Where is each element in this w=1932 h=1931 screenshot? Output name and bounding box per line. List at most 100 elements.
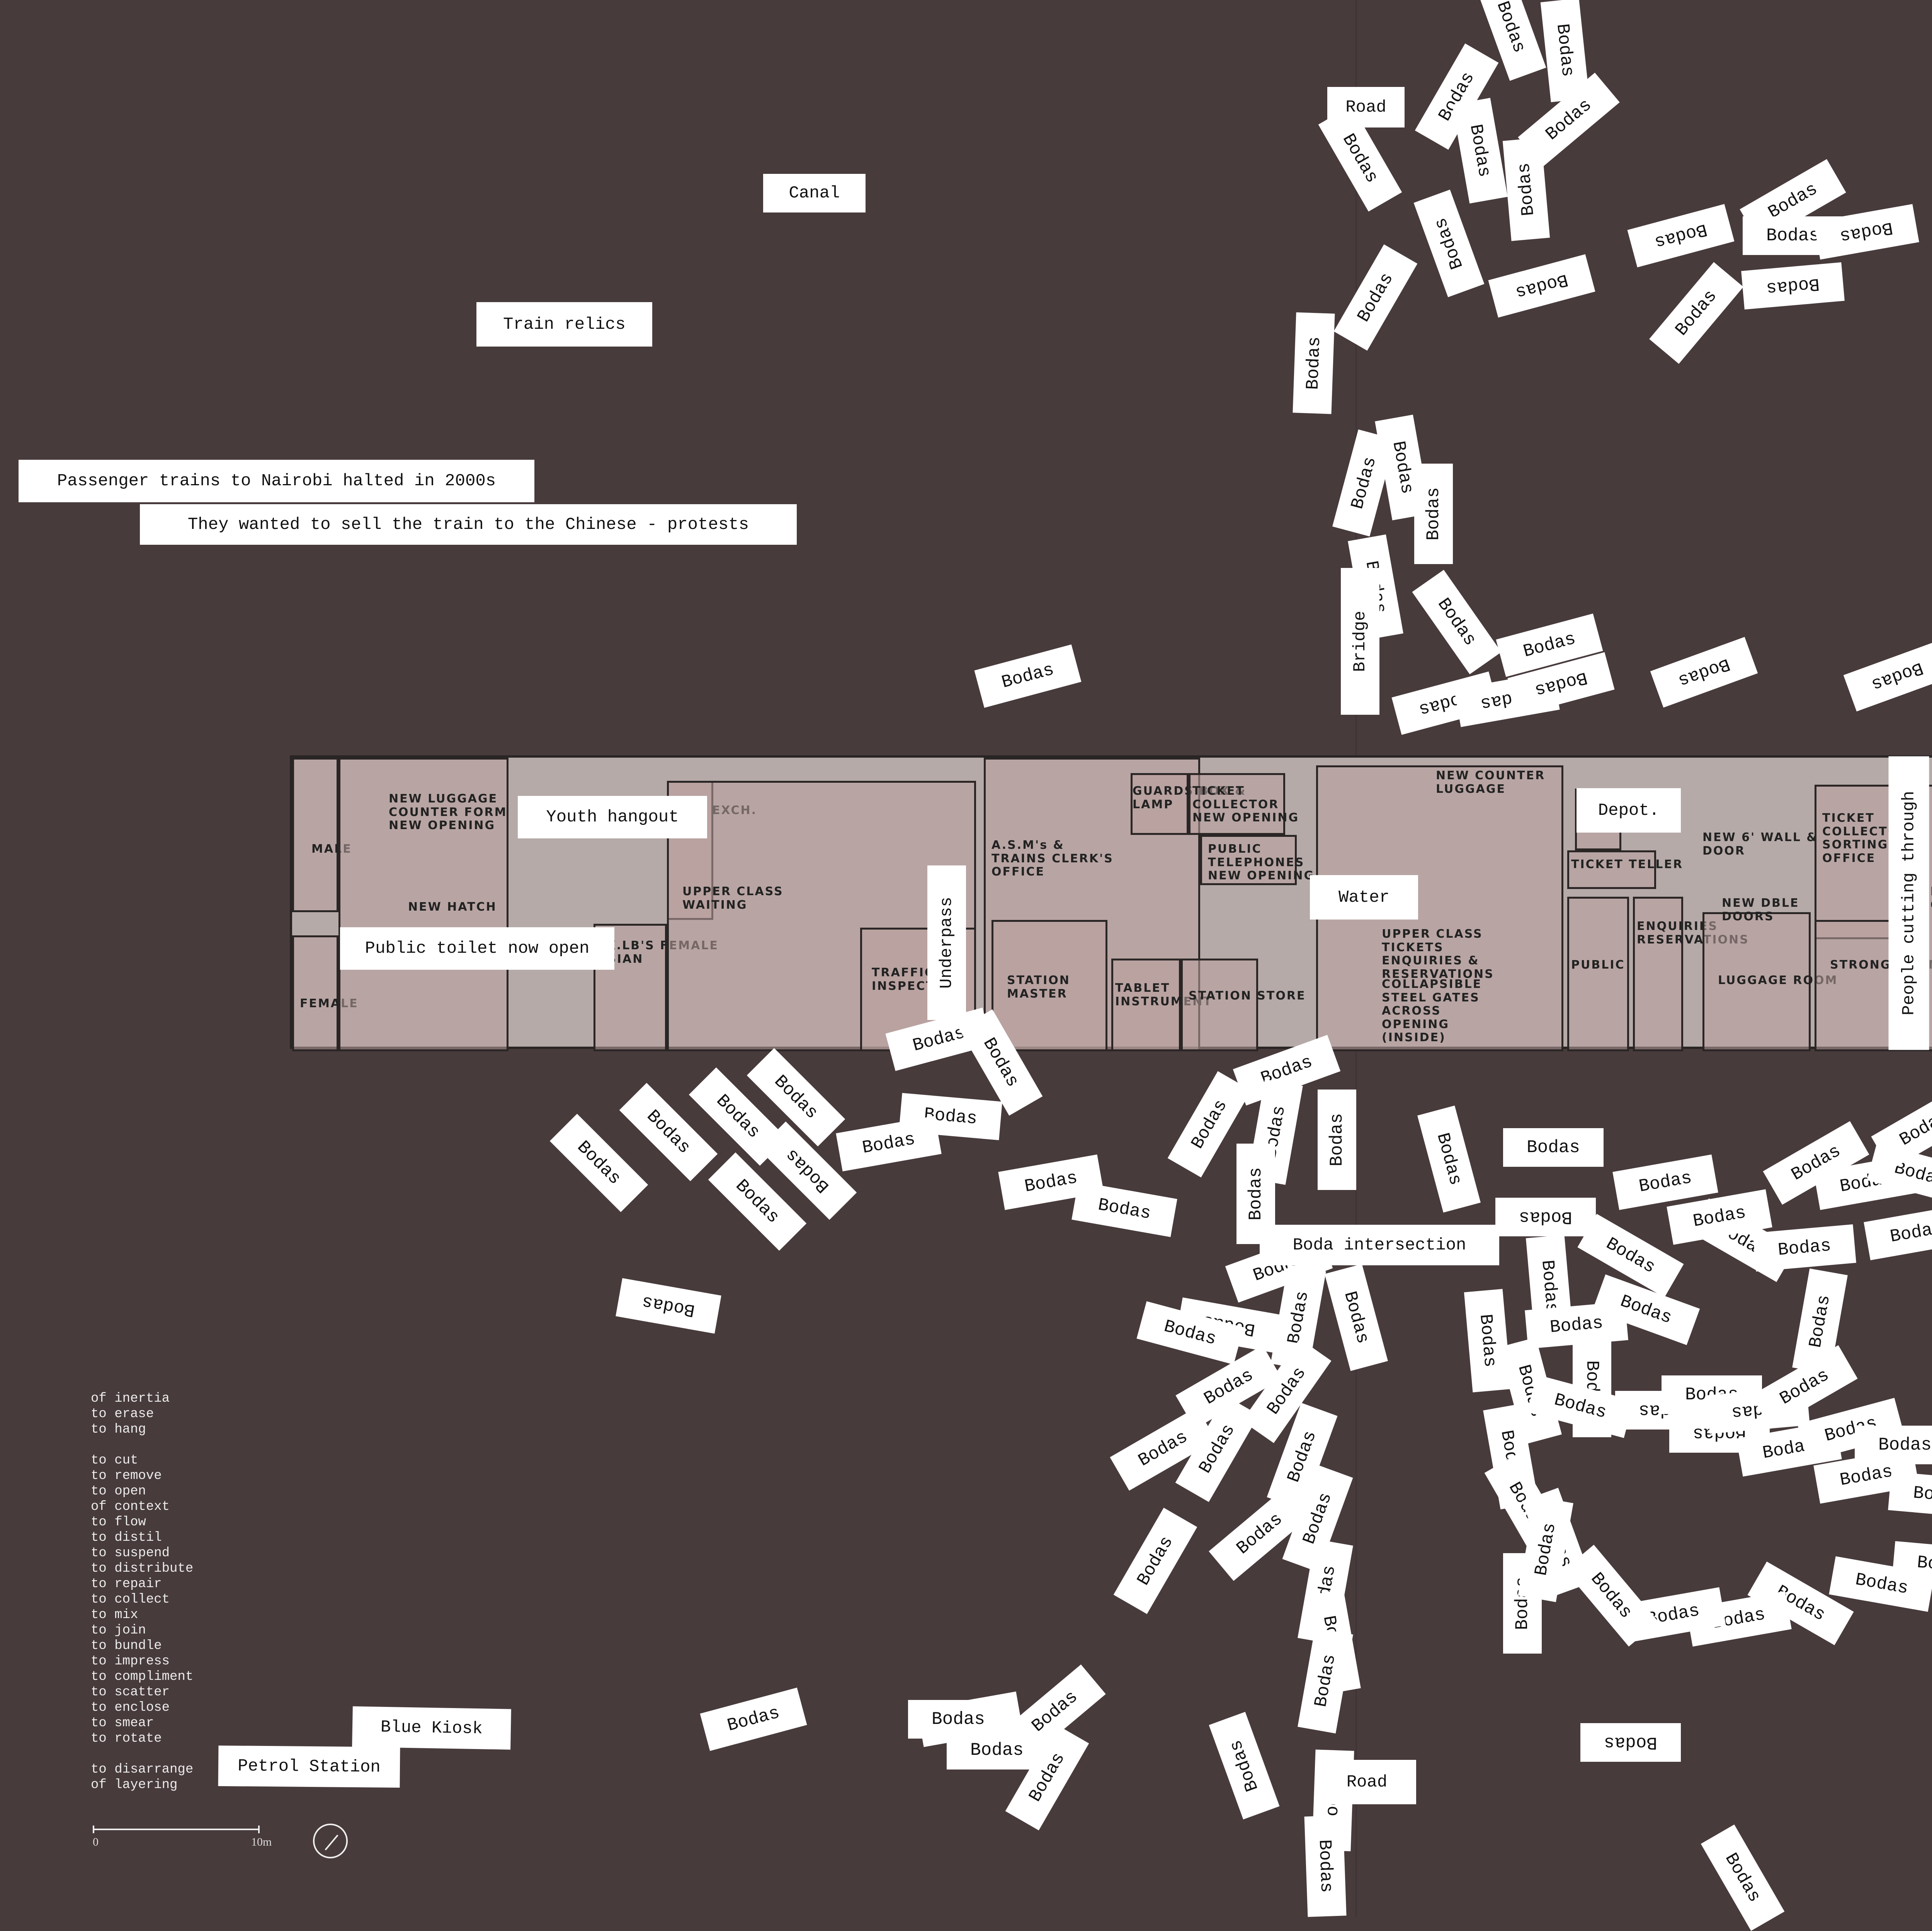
boda-label: Bodas [549, 1113, 648, 1212]
legend-item: to remove [91, 1469, 162, 1483]
legend-item: to enclose [91, 1700, 170, 1715]
legend-item: to join [91, 1623, 146, 1638]
note-road-top: Road [1327, 87, 1405, 127]
legend-item: to repair [91, 1577, 162, 1591]
plan-room [1181, 959, 1258, 1051]
plan-room [1633, 897, 1683, 1051]
legend-item: of inertia [91, 1391, 170, 1406]
legend-item: to open [91, 1484, 146, 1499]
boda-label: Bodas [1452, 98, 1508, 204]
north-needle [325, 1834, 338, 1851]
boda-label: Bodas [616, 1278, 721, 1334]
plan-room-label: STATION STORE [1189, 989, 1306, 1003]
note-underpass: Underpass [927, 865, 966, 1020]
boda-label: Bodas [700, 1688, 807, 1751]
boda-label: Bodas [1488, 254, 1595, 318]
boda-label: Bodas [1888, 1471, 1932, 1519]
boda-label: Bodas [1113, 1508, 1197, 1614]
legend-item: to collect [91, 1592, 170, 1607]
legend-item: to smear [91, 1716, 154, 1730]
plan-room [992, 920, 1107, 1051]
legend-item: to compliment [91, 1669, 194, 1684]
boda-label: Bodas [1464, 1289, 1512, 1392]
boda-label: Bodas [1813, 204, 1919, 260]
scale-tick-start [93, 1826, 94, 1833]
plan-room [1567, 897, 1629, 1051]
boda-label: Bodas [1209, 1712, 1280, 1820]
plan-room-label: NEW COUNTER LUGGAGE [1436, 769, 1546, 796]
plan-room [338, 758, 509, 1051]
note-canal: Canal [763, 174, 866, 212]
boda-label: Bodas [1649, 262, 1743, 364]
boda-label: Bodas [908, 1700, 1009, 1739]
note-road-bottom: Road [1318, 1760, 1416, 1804]
scale-line [93, 1829, 260, 1830]
legend-item: to disarrange [91, 1762, 194, 1777]
plan-room [1702, 912, 1811, 1051]
legend-item: to flow [91, 1515, 146, 1530]
boda-label: Bodas [1333, 244, 1418, 351]
boda-label: Bodas [1304, 1815, 1347, 1917]
north-arrow-icon [313, 1824, 348, 1858]
legend-item: to cut [91, 1453, 138, 1468]
boda-label: Bodas [1580, 1723, 1681, 1762]
note-bridge: Bridge [1341, 568, 1379, 715]
plan-room-label: STATION MASTER [1007, 974, 1070, 1001]
boda-label: Bodas [1864, 1205, 1932, 1260]
boda-label: Bodas [1701, 1824, 1785, 1931]
legend-item: to scatter [91, 1685, 170, 1700]
note-sell-train: They wanted to sell the train to the Chi… [140, 504, 797, 545]
scale-tick-end [258, 1826, 260, 1833]
note-train-relics: Train relics [476, 302, 652, 347]
boda-label: Bodas [1627, 204, 1735, 267]
boda-label: Bodas [1503, 1128, 1604, 1167]
boda-label: Bodas [974, 644, 1082, 708]
boda-label: Bodas [1318, 1090, 1356, 1190]
plan-room [1316, 765, 1563, 1051]
boda-label: Bodas [1417, 1105, 1481, 1213]
plan-room [292, 758, 338, 912]
boda-label: Bodas [1650, 637, 1758, 708]
boda-label: Bodas [1298, 1628, 1353, 1734]
plan-room-label: PARCELS OFFICE [1930, 885, 1932, 912]
plan-room [1111, 959, 1181, 1051]
plan-room-label: NEW 6' WALL & DOOR [1702, 831, 1818, 858]
boda-label: Bodas [1071, 1181, 1177, 1237]
legend-item: to impress [91, 1654, 170, 1669]
plan-room [1189, 773, 1285, 835]
note-petrol-station: Petrol Station [218, 1745, 400, 1788]
boda-label: Bodas [1293, 312, 1335, 414]
plan-room-label: UPPER CLASS TICKETS ENQUIRIES & RESERVAT… [1382, 927, 1494, 981]
note-youth-hangout: Youth hangout [518, 796, 707, 838]
plan-room-label: TICKET COLLECTOR NEW OPENING [1192, 784, 1299, 824]
plan-room-label: TICKET TELLER [1571, 858, 1684, 871]
plan-room [1131, 773, 1189, 835]
note-boda-intersection: Boda intersection [1260, 1225, 1499, 1265]
legend-item: of layering [91, 1778, 178, 1792]
plan-room-label: NEW DBLE DOORS [1722, 896, 1799, 923]
boda-label: Bodas [836, 1116, 942, 1171]
plan-room-label: UPPER CLASS WAITING [682, 885, 784, 912]
legend-item: to rotate [91, 1731, 162, 1746]
plan-room-label: COLLAPSIBLE STEEL GATES ACROSS OPENING (… [1382, 977, 1482, 1044]
note-blue-kiosk: Blue Kiosk [352, 1706, 511, 1750]
legend-item: to distil [91, 1530, 162, 1545]
note-depot: Depot. [1577, 788, 1681, 833]
plan-room-label: NEW HATCH [408, 900, 497, 914]
boda-label: Bodas [1414, 464, 1453, 564]
legend-item: to distribute [91, 1561, 194, 1576]
plan-room-label: TABLET INSTRUMENT [1115, 981, 1213, 1008]
boda-label: Bodas [1753, 1224, 1856, 1272]
note-water: Water [1310, 875, 1418, 920]
boda-label: Bodas [1855, 1426, 1932, 1464]
note-public-toilet: Public toilet now open [340, 927, 614, 970]
plan-room-label: PUBLIC [1571, 958, 1625, 972]
boda-label: Bodas [1412, 569, 1502, 675]
plan-room-label: PUBLIC TELEPHONES NEW OPENING [1208, 842, 1315, 882]
scale-start-label: 0 [93, 1836, 99, 1848]
boda-label: Bodas [1741, 262, 1845, 310]
legend-item: to mix [91, 1608, 138, 1622]
plan-room-label: NEW LUGGAGE COUNTER FORM NEW OPENING [389, 792, 507, 832]
